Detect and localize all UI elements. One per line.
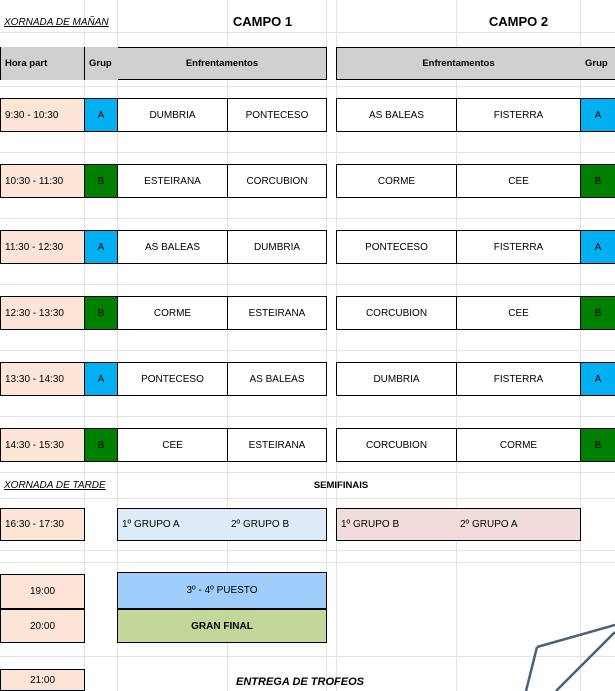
- campo2-team-a: PONTECESO: [336, 230, 457, 264]
- campo2-team-b: CEE: [456, 296, 581, 330]
- group-badge-campo2: A: [580, 362, 615, 396]
- header-grup-campo1: Grup: [85, 47, 118, 80]
- final-label: GRAN FINAL: [117, 609, 327, 643]
- group-badge-campo2: A: [580, 98, 615, 132]
- semifinals-label: SEMIFINAIS: [313, 479, 369, 491]
- campo2-team-a: CORME: [336, 164, 457, 198]
- campo1-team-b: ESTEIRANA: [227, 428, 327, 462]
- campo1-team-a: CORME: [117, 296, 228, 330]
- campo1-team-b: CORCUBION: [227, 164, 327, 198]
- final-time: 20:00: [0, 609, 85, 643]
- semis-campo1-team-a: 1º GRUPO A: [122, 519, 180, 530]
- match-time: 10:30 - 11:30: [0, 164, 85, 198]
- campo2-team-b: FISTERRA: [456, 98, 581, 132]
- campo1-team-a: PONTECESO: [117, 362, 228, 396]
- campo1-team-a: CEE: [117, 428, 228, 462]
- decorative-lines: [524, 623, 615, 691]
- header-enfrentamentos-campo1: Enfrentamentos: [118, 48, 326, 79]
- group-badge-campo2: B: [580, 428, 615, 462]
- campo1-team-b: PONTECESO: [227, 98, 327, 132]
- match-time: 11:30 - 12:30: [0, 230, 85, 264]
- group-badge-campo1: A: [84, 230, 118, 264]
- semis-campo2-team-a: 1º GRUPO B: [341, 519, 400, 530]
- campo1-team-b: DUMBRIA: [227, 230, 327, 264]
- header-grup-campo2: Grup: [581, 48, 615, 79]
- group-badge-campo1: B: [84, 296, 118, 330]
- trophies-label: ENTREGA DE TROFEOS: [236, 675, 364, 688]
- group-badge-campo2: A: [580, 230, 615, 264]
- campo2-team-a: CORCUBION: [336, 428, 457, 462]
- campo2-team-b: CEE: [456, 164, 581, 198]
- third-place-time: 19:00: [0, 574, 85, 609]
- semis-campo1-team-b: 2º GRUPO B: [231, 519, 290, 530]
- campo1-team-a: AS BALEAS: [117, 230, 228, 264]
- campo2-team-a: AS BALEAS: [336, 98, 457, 132]
- campo1-team-b: ESTEIRANA: [227, 296, 327, 330]
- semis-campo2-box: [336, 508, 581, 541]
- campo1-team-b: AS BALEAS: [227, 362, 327, 396]
- group-badge-campo2: B: [580, 296, 615, 330]
- match-time: 14:30 - 15:30: [0, 428, 85, 462]
- campo2-team-a: DUMBRIA: [336, 362, 457, 396]
- afternoon-label: XORNADA DE TARDE: [4, 479, 106, 491]
- semis-campo2-team-b: 2º GRUPO A: [460, 519, 518, 530]
- match-time: 9:30 - 10:30: [0, 98, 85, 132]
- match-time: 13:30 - 14:30: [0, 362, 85, 396]
- campo2-team-a: CORCUBION: [336, 296, 457, 330]
- morning-label: XORNADA DE MAÑAN: [4, 16, 109, 28]
- trophies-time: 21:00: [0, 669, 85, 691]
- group-badge-campo2: B: [580, 164, 615, 198]
- campo2-team-b: CORME: [456, 428, 581, 462]
- header-hora: Hora part: [1, 47, 85, 80]
- campo1-team-a: ESTEIRANA: [117, 164, 228, 198]
- third-place-label: 3º - 4º PUESTO: [117, 572, 327, 609]
- semis-campo1-box: [117, 508, 327, 541]
- match-time: 12:30 - 13:30: [0, 296, 85, 330]
- group-badge-campo1: A: [84, 362, 118, 396]
- semis-time: 16:30 - 17:30: [0, 508, 85, 541]
- campo2-team-b: FISTERRA: [456, 230, 581, 264]
- campo2-title: CAMPO 2: [488, 13, 549, 29]
- header-enfrentamentos-campo2: Enfrentamentos: [337, 48, 580, 79]
- campo1-team-a: DUMBRIA: [117, 98, 228, 132]
- group-badge-campo1: A: [84, 98, 118, 132]
- campo1-title: CAMPO 1: [232, 13, 293, 29]
- campo2-team-b: FISTERRA: [456, 362, 581, 396]
- group-badge-campo1: B: [84, 428, 118, 462]
- group-badge-campo1: B: [84, 164, 118, 198]
